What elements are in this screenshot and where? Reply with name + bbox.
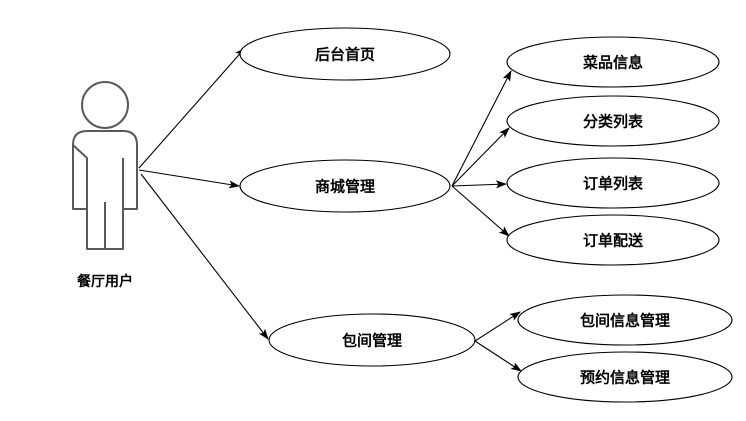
uc-room-info-mgmt-label: 包间信息管理: [580, 312, 670, 330]
uc-category-list-shape: [506, 95, 720, 147]
actor-restaurant-user[interactable]: 餐厅用户: [72, 81, 138, 290]
uc-category-list[interactable]: 分类列表: [506, 95, 720, 147]
uc-backend-home[interactable]: 后台首页: [239, 27, 451, 81]
assoc-mall-order-list: [451, 180, 507, 189]
uc-reservation-mgmt-label: 预约信息管理: [580, 369, 670, 387]
uc-order-list-shape: [506, 157, 720, 209]
assoc-actor-mall-management: [138, 169, 240, 189]
uc-backend-home-label: 后台首页: [315, 46, 375, 64]
assoc-actor-backend-home: [138, 47, 246, 169]
uc-backend-home-shape: [239, 27, 451, 81]
uc-mall-management[interactable]: 商城管理: [239, 159, 451, 213]
uc-room-info-mgmt-shape: [517, 294, 733, 346]
assoc-mall-dish-info: [451, 70, 512, 187]
uc-room-info-mgmt[interactable]: 包间信息管理: [517, 294, 733, 346]
assoc-mall-category-list: [451, 127, 510, 187]
uc-order-delivery-label: 订单配送: [583, 232, 644, 250]
uc-mall-management-shape: [239, 159, 451, 213]
assoc-mall-order-delivery: [451, 185, 510, 237]
uc-room-management-shape: [268, 313, 476, 367]
uc-reservation-mgmt[interactable]: 预约信息管理: [517, 351, 733, 403]
uc-order-list-label: 订单列表: [583, 175, 644, 193]
uc-dish-info[interactable]: 菜品信息: [506, 36, 720, 88]
actor-label: 餐厅用户: [76, 273, 133, 290]
uc-room-management-label: 包间管理: [342, 332, 402, 350]
uc-room-management[interactable]: 包间管理: [268, 313, 476, 367]
uc-dish-info-shape: [506, 36, 720, 88]
uc-category-list-label: 分类列表: [583, 113, 644, 131]
uc-mall-management-label: 商城管理: [315, 178, 375, 196]
actor-head-icon: [81, 81, 129, 129]
uc-order-delivery[interactable]: 订单配送: [506, 214, 720, 266]
uc-dish-info-label: 菜品信息: [582, 54, 643, 72]
assoc-actor-room-management: [140, 173, 269, 340]
uc-reservation-mgmt-shape: [517, 351, 733, 403]
uc-order-delivery-shape: [506, 214, 720, 266]
uc-order-list[interactable]: 订单列表: [506, 157, 720, 209]
